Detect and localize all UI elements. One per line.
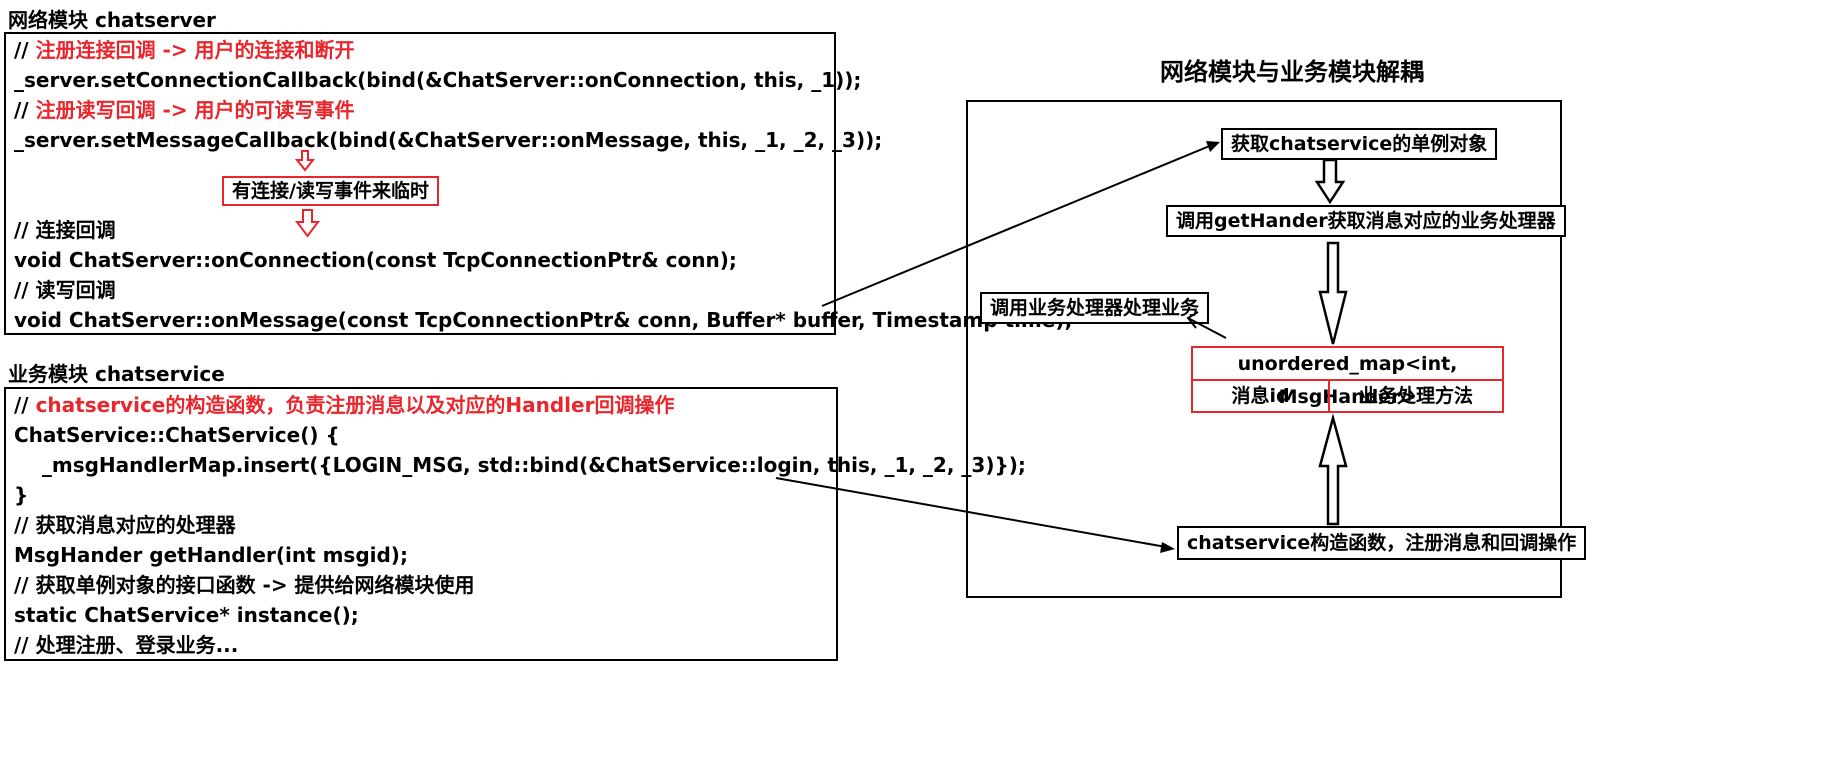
code-line: // 连接回调 <box>14 218 116 242</box>
service-module-code-box: // chatservice的构造函数，负责注册消息以及对应的Handler回调… <box>4 387 1026 661</box>
service-module-label: 业务模块 chatservice <box>8 362 225 386</box>
code-line: // 注册连接回调 -> 用户的连接和断开 <box>14 38 355 62</box>
handler-map-key: 消息id <box>1231 385 1290 407</box>
process-business-box: 调用业务处理器处理业务 <box>980 292 1210 324</box>
code-line: // 读写回调 <box>14 278 116 302</box>
hollow-down-arrow-icon <box>1314 158 1346 205</box>
constructor-box: chatservice构造函数，注册消息和回调操作 <box>1177 526 1587 560</box>
hollow-up-arrow-icon <box>1318 413 1348 526</box>
code-line: // chatservice的构造函数，负责注册消息以及对应的Handler回调… <box>14 393 675 417</box>
code-line: } <box>14 483 29 507</box>
code-line: // 获取消息对应的处理器 <box>14 513 236 537</box>
handler-map-divider <box>1328 381 1330 411</box>
open-arrowhead-icon <box>1186 311 1199 329</box>
get-handler-box: 调用getHander获取消息对应的业务处理器 <box>1166 205 1566 237</box>
handler-map-value: 业务处理方法 <box>1358 385 1473 407</box>
code-line: MsgHander getHandler(int msgid); <box>14 543 408 567</box>
handler-map-table: unordered_map<int, MsgHander> 消息id 业务处理方… <box>1191 346 1504 413</box>
arrowhead-icon <box>1160 542 1175 553</box>
red-down-arrow-icon <box>295 209 320 238</box>
handler-map-header: unordered_map<int, MsgHander> <box>1193 348 1502 408</box>
code-line: // 注册读写回调 -> 用户的可读写事件 <box>14 98 355 122</box>
code-line: _server.setMessageCallback(bind(&ChatSer… <box>14 128 883 152</box>
code-line: ChatService::ChatService() { <box>14 423 340 447</box>
code-line: _server.setConnectionCallback(bind(&Chat… <box>14 68 862 92</box>
red-down-arrow-icon <box>294 150 316 172</box>
code-line: // 处理注册、登录业务... <box>14 633 239 657</box>
network-module-label: 网络模块 chatserver <box>8 8 216 32</box>
to-process-arrow <box>1187 317 1227 339</box>
code-line: void ChatServer::onConnection(const TcpC… <box>14 248 737 272</box>
onmessage-to-instance-connector <box>821 144 1213 307</box>
decoupling-title: 网络模块与业务模块解耦 <box>1160 58 1424 86</box>
arrowhead-icon <box>1206 141 1220 152</box>
get-instance-box: 获取chatservice的单例对象 <box>1221 128 1498 160</box>
decoupling-panel <box>966 100 1562 598</box>
code-line: _msgHandlerMap.insert({LOGIN_MSG, std::b… <box>14 453 1026 477</box>
insert-to-constructor-connector <box>775 477 1167 548</box>
code-line: static ChatService* instance(); <box>14 603 359 627</box>
code-line: // 获取单例对象的接口函数 -> 提供给网络模块使用 <box>14 573 475 597</box>
network-module-code-box: // 注册连接回调 -> 用户的连接和断开 _server.setConnect… <box>4 32 1072 335</box>
code-line: void ChatServer::onMessage(const TcpConn… <box>14 308 1073 332</box>
hollow-down-arrow-icon <box>1318 241 1348 345</box>
event-note: 有连接/读写事件来临时 <box>222 176 439 206</box>
